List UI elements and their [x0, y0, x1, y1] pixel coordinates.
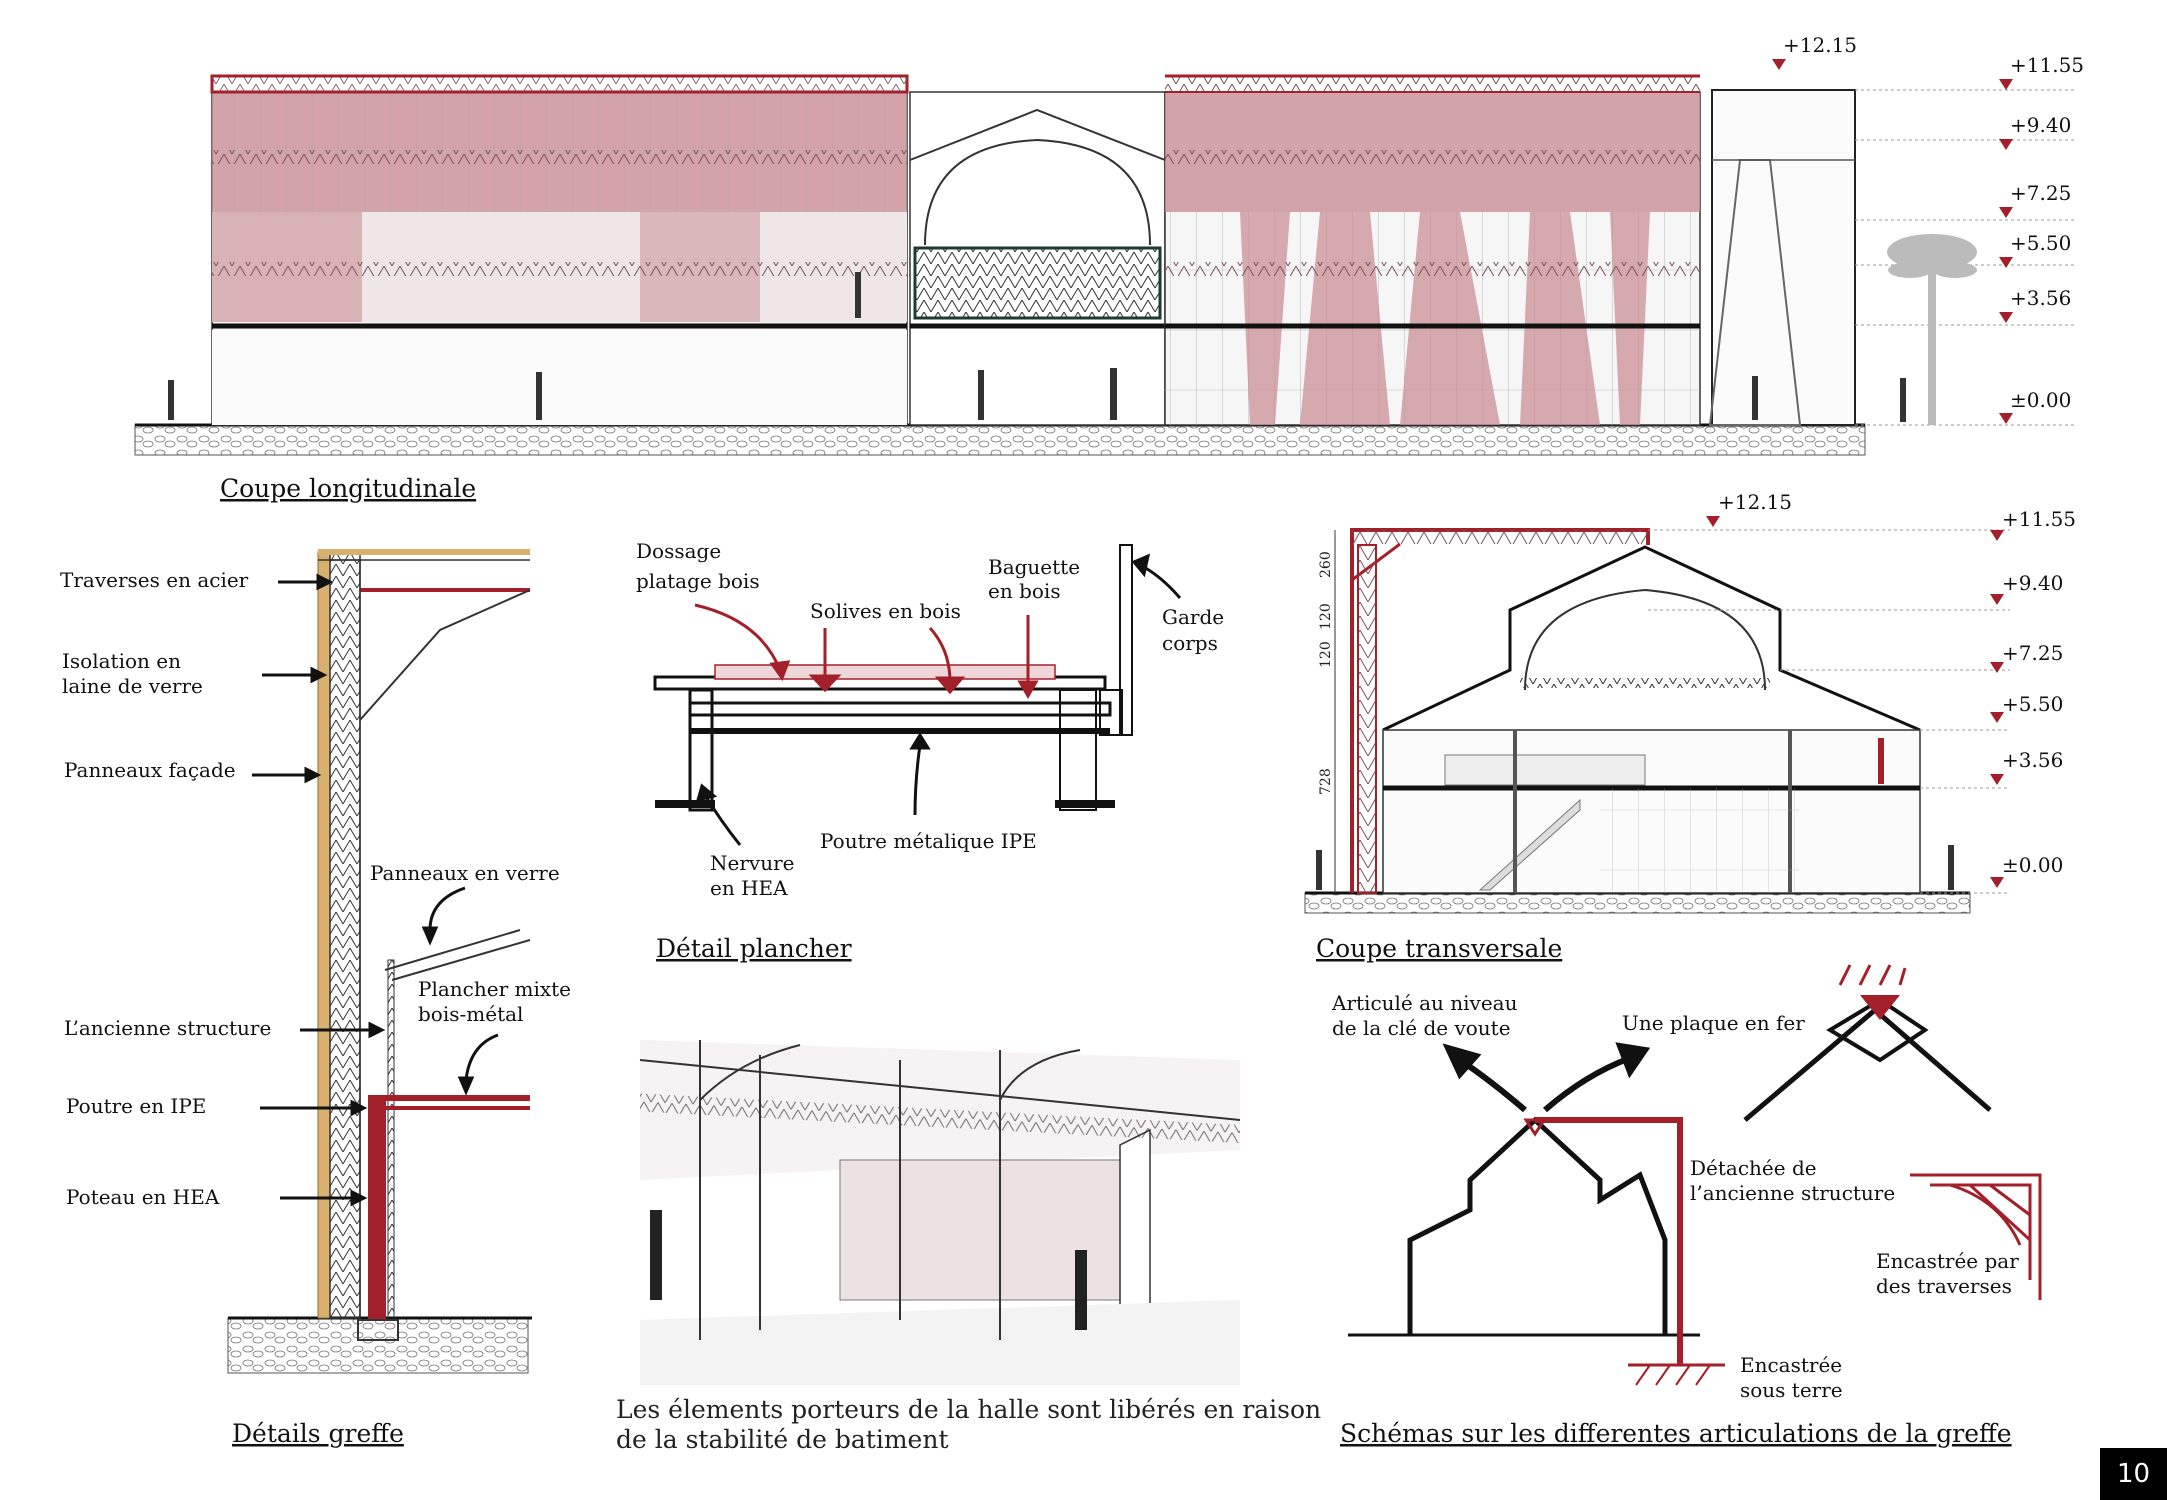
label-ancienne-structure: L’ancienne structure	[64, 1016, 271, 1040]
perspective-note-1: Les élements porteurs de la halle sont l…	[616, 1395, 1321, 1424]
level-label: +9.40	[2010, 113, 2071, 137]
central-vault	[909, 91, 1166, 426]
label-encastree-traverses-1: Encastrée par	[1876, 1249, 2019, 1273]
label-nervure-1: Nervure	[710, 851, 794, 875]
person-silhouette-icon	[1316, 850, 1322, 890]
label-encastree-traverses-2: des traverses	[1876, 1274, 2012, 1298]
label-detachee-1: Détachée de	[1690, 1156, 1817, 1180]
plancher-red-arrows	[694, 603, 1039, 700]
label-garde-2: corps	[1162, 631, 1218, 655]
page-number: 10	[2100, 1448, 2167, 1500]
t-level-label-top: +12.15	[1718, 490, 1792, 514]
level-label-top: +12.15	[1783, 33, 1857, 57]
label-baguette-1: Baguette	[988, 555, 1080, 579]
dim-260: 260	[1318, 551, 1334, 578]
transversal-section: 260 120 120 728 +12.15 +11.55 +9.40 +7.2…	[1304, 490, 2076, 963]
label-isolation-1: Isolation en	[62, 649, 181, 673]
person-silhouette-icon	[1878, 738, 1884, 784]
person-silhouette-icon	[650, 1210, 662, 1300]
label-poutre-ipe-metal: Poutre métalique IPE	[820, 829, 1037, 853]
label-articule-2: de la clé de voute	[1332, 1016, 1511, 1040]
plancher-detail: Dossage platage bois Solives en bois Bag…	[636, 539, 1224, 963]
label-articule-1: Articulé au niveau	[1331, 991, 1518, 1015]
dim-120: 120	[1318, 603, 1334, 630]
label-detachee-2: l’ancienne structure	[1690, 1181, 1895, 1205]
label-baguette-2: en bois	[988, 579, 1061, 603]
caption-plancher: Détail plancher	[656, 934, 852, 963]
label-panneaux-facade: Panneaux façade	[64, 758, 236, 782]
label-dossage-1: Dossage	[636, 539, 721, 563]
corner-joint-sketch	[1910, 1173, 2042, 1300]
label-poteau-hea: Poteau en HEA	[66, 1185, 220, 1209]
longitudinal-section: +12.15 +11.55 +9.40 +7.25 +5.50 +3.56 ±0…	[134, 33, 2084, 503]
t-level-label: ±0.00	[2002, 853, 2063, 877]
label-panneaux-verre: Panneaux en verre	[370, 861, 560, 885]
caption-longitudinal: Coupe longitudinale	[220, 474, 476, 503]
label-encastree-sol-2: sous terre	[1740, 1378, 1843, 1402]
level-label: +3.56	[2010, 286, 2071, 310]
label-dossage-2: platage bois	[636, 569, 760, 593]
palm-tree-icon	[1887, 234, 1977, 425]
person-silhouette-icon	[1075, 1250, 1087, 1330]
label-encastree-sol-1: Encastrée	[1740, 1353, 1842, 1377]
level-label: +11.55	[2010, 53, 2084, 77]
t-level-label: +11.55	[2002, 507, 2076, 531]
right-wing	[1164, 74, 1701, 426]
transversal-level-markers	[1706, 516, 2004, 888]
greffe-detail: Traverses en acier Isolation en laine de…	[60, 549, 571, 1448]
caption-articulations: Schémas sur les differentes articulation…	[1340, 1419, 2012, 1448]
left-wing	[210, 74, 909, 426]
ground-strip	[134, 424, 1866, 456]
dim-120: 120	[1318, 641, 1334, 668]
perspective-note-2: de la stabilité de batiment	[616, 1425, 949, 1454]
person-silhouette-icon	[1948, 845, 1954, 890]
dim-728: 728	[1318, 768, 1334, 795]
label-nervure-2: en HEA	[710, 876, 788, 900]
greffe-arrows	[252, 573, 499, 1207]
label-traverses: Traverses en acier	[60, 568, 249, 592]
level-label: +7.25	[2010, 181, 2071, 205]
label-plaque: Une plaque en fer	[1622, 1011, 1805, 1035]
plancher-black-arrows	[695, 553, 1182, 846]
level-markers	[1772, 59, 2013, 424]
t-level-label: +7.25	[2002, 641, 2063, 665]
t-level-label: +9.40	[2002, 571, 2063, 595]
label-garde-1: Garde	[1162, 605, 1224, 629]
articulation-arrows	[1442, 1042, 1651, 1113]
articulation-schemas: Articulé au niveau de la clé de voute Un…	[1331, 964, 2042, 1448]
stair-tower	[1708, 89, 1856, 426]
level-label: +5.50	[2010, 231, 2071, 255]
label-solives: Solives en bois	[810, 599, 961, 623]
level-label: ±0.00	[2010, 388, 2071, 412]
label-plancher-2: bois-métal	[418, 1002, 523, 1026]
plate-joint-sketch	[1743, 964, 1992, 1122]
t-level-label: +5.50	[2002, 692, 2063, 716]
caption-greffe: Détails greffe	[232, 1419, 404, 1448]
t-level-label: +3.56	[2002, 748, 2063, 772]
label-isolation-2: laine de verre	[62, 674, 203, 698]
caption-transversal: Coupe transversale	[1316, 934, 1562, 963]
transversal-level-lines	[1648, 529, 2010, 894]
label-poutre-ipe: Poutre en IPE	[66, 1094, 206, 1118]
interior-perspective: Les élements porteurs de la halle sont l…	[616, 1040, 1321, 1454]
people-silhouettes	[168, 272, 1906, 422]
label-plancher-1: Plancher mixte	[418, 977, 571, 1001]
